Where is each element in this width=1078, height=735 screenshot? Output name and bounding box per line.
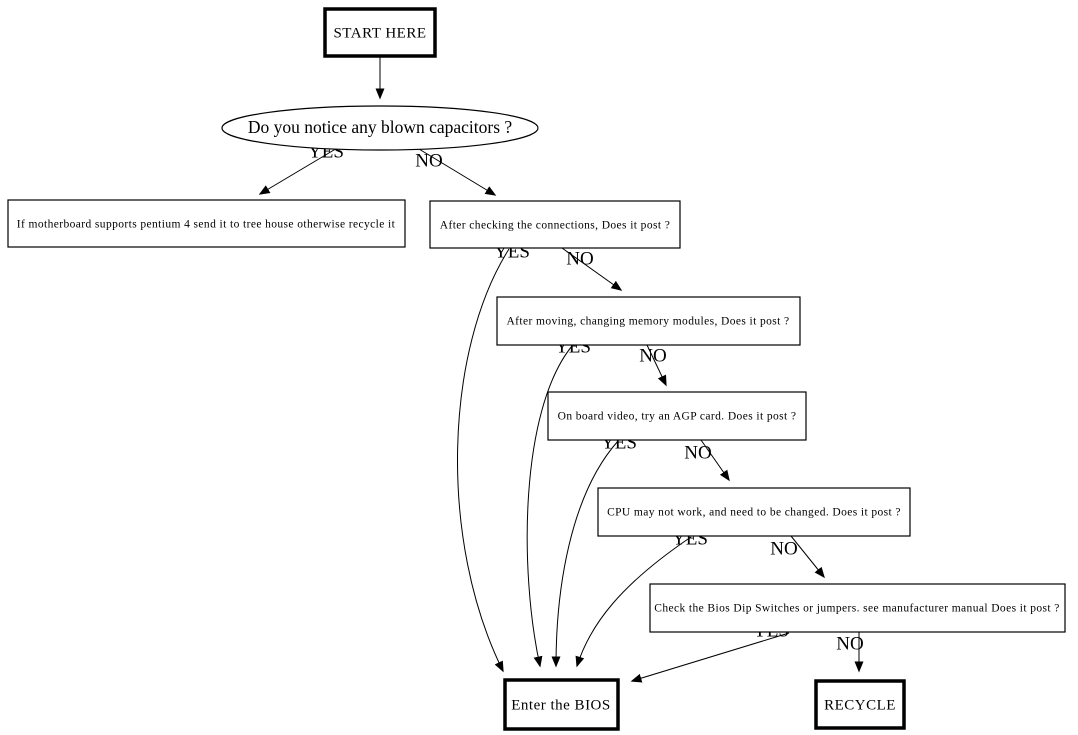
video-label: On board video, try an AGP card. Does it…	[558, 411, 797, 423]
node-enter-bios: Enter the BIOS	[503, 678, 620, 731]
memory-box	[496, 296, 801, 346]
edge-connections-no	[561, 247, 623, 291]
capacitors-ellipse	[221, 105, 539, 151]
recycle-label: RECYCLE	[824, 697, 896, 713]
edge-memory-yes	[526, 345, 573, 668]
bios-dip-label: Check the Bios Dip Switches or jumpers. …	[654, 603, 1060, 615]
edge-bios-dip-yes	[630, 632, 790, 683]
node-question-capacitors: Do you notice any blown capacitors ?	[221, 105, 539, 151]
edge-cpu-yes	[575, 536, 692, 668]
edges	[258, 57, 864, 683]
node-question-bios-dip: Check the Bios Dip Switches or jumpers. …	[649, 583, 1066, 633]
recycle-box	[814, 679, 906, 730]
enter-bios-box	[503, 678, 620, 731]
edge-label-video-no: NO	[684, 442, 711, 463]
node-question-memory: After moving, changing memory modules, D…	[496, 296, 801, 346]
edge-cpu-no	[790, 535, 825, 579]
edge-label-capacitors-no: NO	[415, 150, 442, 171]
capacitors-label: Do you notice any blown capacitors ?	[248, 117, 513, 137]
edge-video-yes	[551, 440, 619, 668]
cpu-label: CPU may not work, and need to be changed…	[607, 507, 901, 519]
pentium-advice-label: If motherboard supports pentium 4 send i…	[17, 219, 396, 231]
edge-video-no	[700, 439, 730, 482]
connections-label: After checking the connections, Does it …	[440, 220, 670, 232]
video-box	[547, 391, 807, 441]
memory-label: After moving, changing memory modules, D…	[506, 316, 789, 328]
edge-label-memory-no: NO	[639, 345, 666, 366]
edge-label-connections-no: NO	[566, 248, 593, 269]
edge-capacitors-yes	[258, 143, 345, 195]
node-recycle: RECYCLE	[814, 679, 906, 730]
node-pentium-advice: If motherboard supports pentium 4 send i…	[7, 199, 406, 248]
start-label: START HERE	[333, 25, 426, 41]
edge-label-bios-dip-no: NO	[836, 633, 863, 654]
start-box	[323, 7, 437, 58]
node-question-video: On board video, try an AGP card. Does it…	[547, 391, 807, 441]
edge-connections-yes	[457, 248, 510, 673]
edge-capacitors-no	[413, 145, 497, 196]
node-question-connections: After checking the connections, Does it …	[429, 200, 681, 249]
connections-box	[429, 200, 681, 249]
cpu-box	[597, 487, 911, 537]
pentium-advice-box	[7, 199, 406, 248]
node-question-cpu: CPU may not work, and need to be changed…	[597, 487, 911, 537]
edge-label-cpu-no: NO	[770, 538, 797, 559]
node-start: START HERE	[323, 7, 437, 58]
edge-memory-no	[646, 344, 667, 387]
bios-dip-box	[649, 583, 1066, 633]
enter-bios-label: Enter the BIOS	[511, 697, 610, 713]
